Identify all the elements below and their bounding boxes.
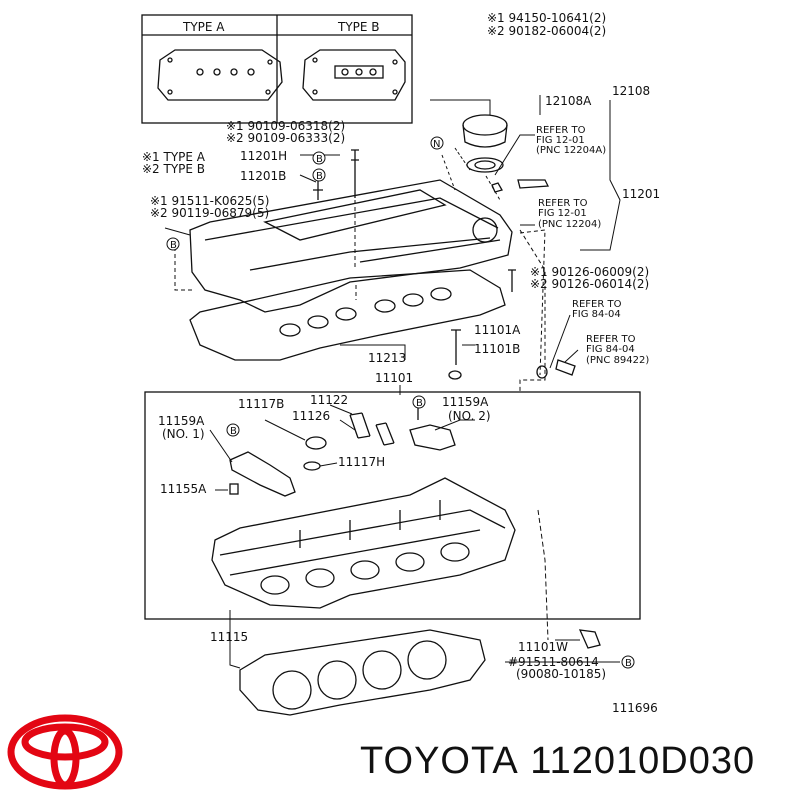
pcv-valve: [491, 179, 550, 193]
part-number: 112010D030: [530, 740, 756, 782]
legend-type-b: ※2 TYPE B: [142, 162, 205, 176]
ref-91511-80614: #91511-80614: [508, 655, 599, 669]
cylinder-head-box: [144, 391, 641, 620]
refer-3-line2: FIG 84-04: [572, 309, 621, 320]
toyota-logo: [7, 714, 123, 790]
marker-b-1: B: [316, 154, 323, 165]
gasket-11213: [189, 269, 506, 361]
label-type-b: TYPE B: [337, 20, 380, 34]
ref-90109a: ※1 90109-06318(2): [226, 119, 345, 133]
part-11117h: 11117H: [338, 455, 385, 469]
refer-4-line1: REFER TO: [586, 334, 636, 345]
brand-part-caption: TOYOTA 112010D030: [360, 740, 755, 783]
refer-2-line2: FIG 12-01: [538, 208, 587, 219]
part-11117b: 11117B: [238, 397, 284, 411]
bolt-11101w: [578, 629, 601, 649]
label-no1: (NO. 1): [162, 427, 205, 441]
label-type-a: TYPE A: [182, 20, 225, 34]
cylinder-head: [211, 477, 516, 609]
part-11155a: 11155A: [160, 482, 207, 496]
ref-91511: ※1 91511-K0625(5): [150, 194, 269, 208]
cam-cap-no1: [229, 451, 296, 497]
ref-90109b: ※2 90109-06333(2): [226, 131, 345, 145]
refer-2-line3: (PNC 12204): [538, 219, 601, 230]
part-11159a-no1: 11159A: [158, 414, 205, 428]
valve-cover: [189, 179, 513, 313]
head-gasket-11115: [239, 629, 486, 716]
part-11213: 11213: [368, 351, 406, 365]
spark-plug-seals: [279, 287, 452, 337]
part-11101w: 11101W: [518, 640, 568, 654]
marker-b-2: B: [316, 171, 323, 182]
part-11201h: 11201H: [240, 149, 287, 163]
sensor-89422: [555, 359, 576, 376]
stud-90126: [508, 269, 516, 292]
cam-cap-no2: [409, 424, 456, 451]
refer-3-line1: REFER TO: [572, 299, 622, 310]
ref-90119: ※2 90119-06879(5): [150, 206, 269, 220]
oil-filler-cap: [462, 114, 508, 173]
part-11126: 11126: [292, 409, 330, 423]
marker-b-5: B: [416, 398, 423, 409]
part-11101a: 11101A: [474, 323, 521, 337]
marker-n: N: [433, 139, 440, 150]
marker-b-6: B: [625, 658, 632, 669]
part-12108: 12108: [612, 84, 650, 98]
part-12108a: 12108A: [545, 94, 592, 108]
ref-90182: ※2 90182-06004(2): [487, 24, 606, 38]
ref-94150: ※1 94150-10641(2): [487, 11, 606, 25]
ref-90126a: ※1 90126-06009(2): [530, 265, 649, 279]
stud-90109: [351, 149, 359, 198]
part-11101b: 11101B: [474, 342, 520, 356]
part-11159a-no2: 11159A: [442, 395, 489, 409]
label-no2: (NO. 2): [448, 409, 491, 423]
type-a-cover-icon: [157, 49, 283, 101]
refer-1-line1: REFER TO: [536, 125, 586, 136]
part-11201b: 11201B: [240, 169, 286, 183]
figure-number: 111696: [612, 701, 658, 715]
brand-name: TOYOTA: [360, 740, 519, 782]
part-11101: 11101: [375, 371, 413, 385]
part-11201: 11201: [622, 187, 660, 201]
grommet-11201b: [313, 180, 323, 200]
refer-1-line2: FIG 12-01: [536, 135, 585, 146]
refer-4-line3: (PNC 89422): [586, 355, 649, 366]
marker-b-3: B: [170, 240, 177, 251]
part-11122: 11122: [310, 393, 348, 407]
ref-90080: (90080-10185): [516, 667, 606, 681]
type-b-cover-icon: [302, 49, 406, 101]
part-11115: 11115: [210, 630, 248, 644]
bolt-11101a: [451, 329, 461, 365]
legend-type-a: ※1 TYPE A: [142, 150, 206, 164]
refer-1-line3: (PNC 12204A): [536, 145, 606, 156]
marker-b-4: B: [230, 426, 237, 437]
refer-4-line2: FIG 84-04: [586, 344, 635, 355]
ref-90126b: ※2 90126-06014(2): [530, 277, 649, 291]
refer-2-line1: REFER TO: [538, 198, 588, 209]
